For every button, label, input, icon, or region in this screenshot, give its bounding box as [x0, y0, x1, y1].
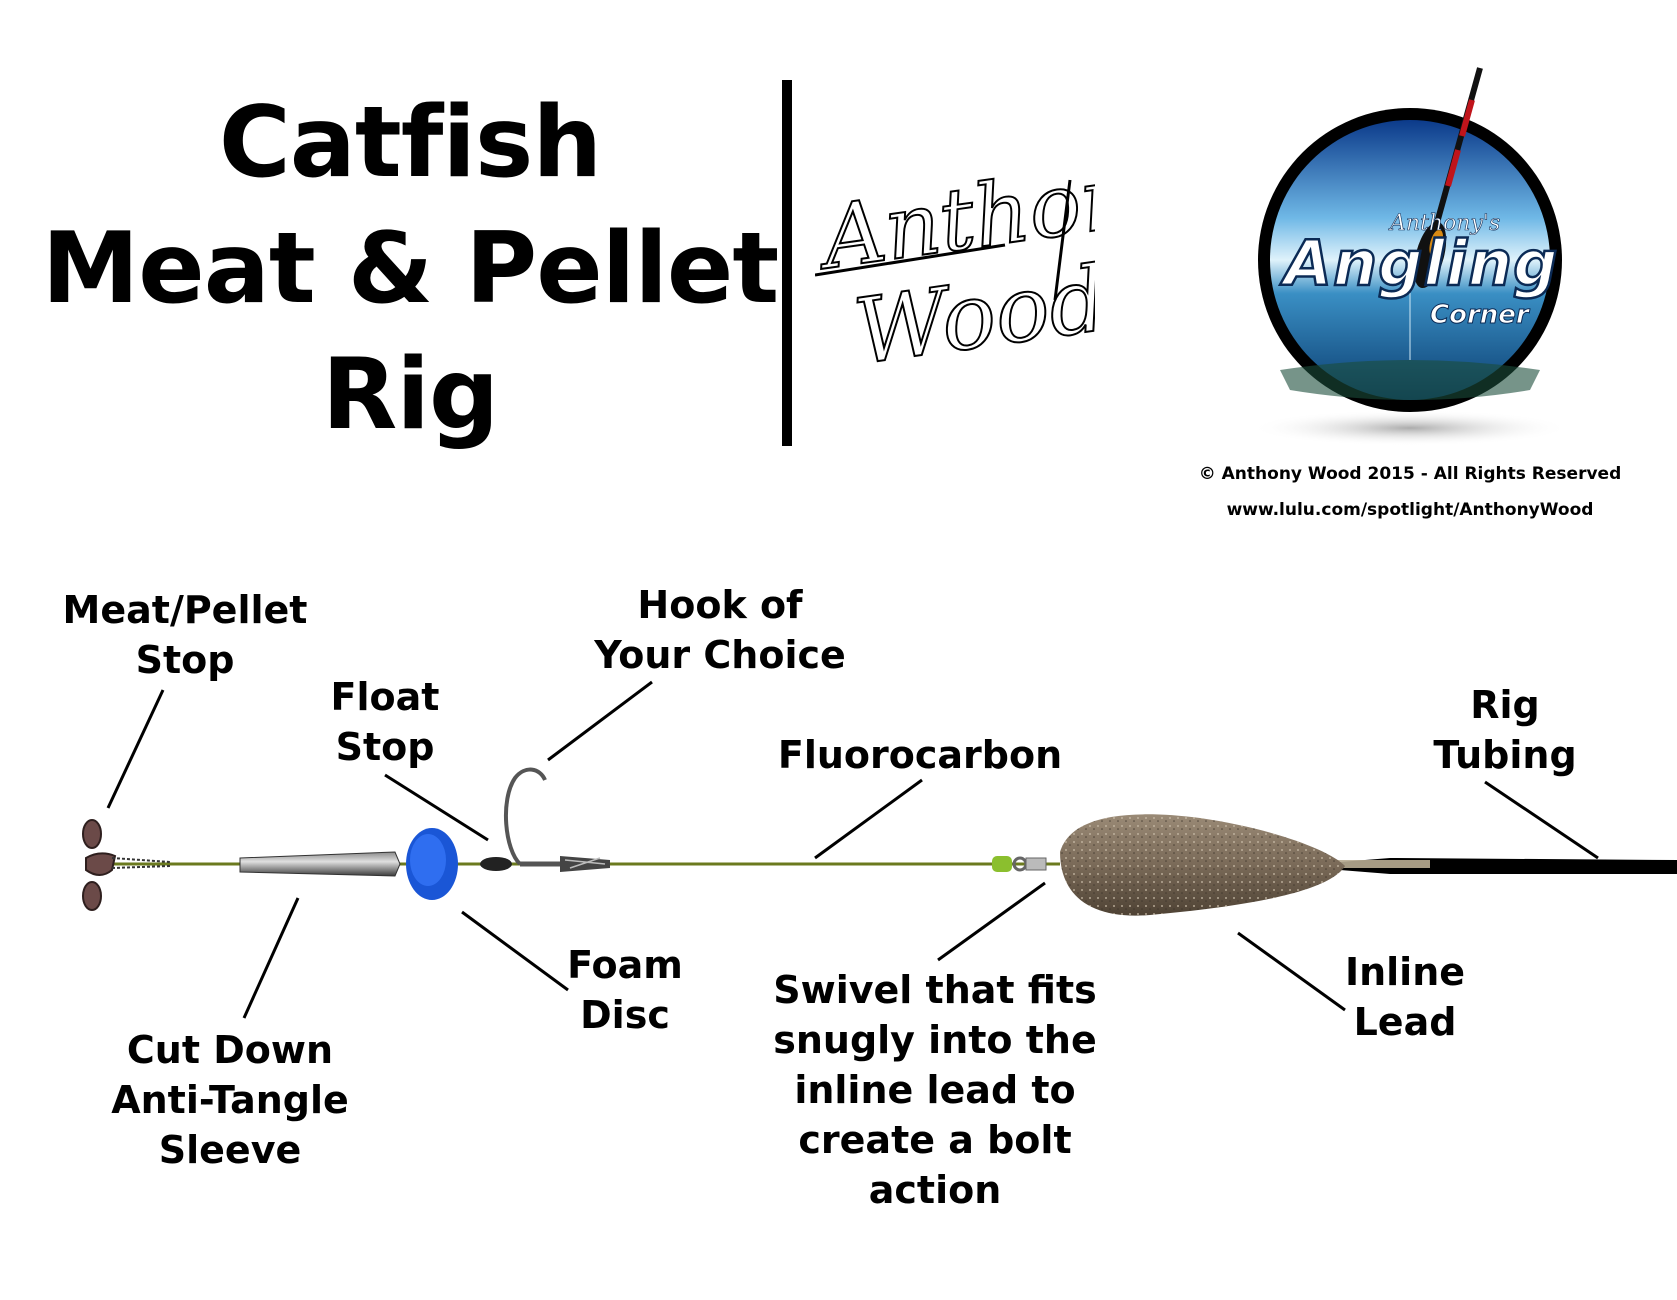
leader-lines: [106, 680, 1599, 1019]
label-anti-tangle-sleeve: Cut Down Anti-Tangle Sleeve: [111, 1028, 349, 1172]
label-rig-tubing: Rig Tubing: [1433, 683, 1577, 777]
label-meat-pellet-stop: Meat/Pellet Stop: [62, 588, 308, 682]
anti-tangle-sleeve: [239, 851, 401, 877]
foam-disc: [406, 828, 458, 900]
swivel: [992, 856, 1047, 872]
label-inline-lead: Inline Lead: [1344, 950, 1466, 1044]
signature: Anthony Wood: [815, 140, 1095, 386]
title-line-1: Catfish: [218, 86, 602, 200]
float-stop: [480, 857, 512, 871]
copyright-block: © Anthony Wood 2015 - All Rights Reserve…: [1180, 456, 1640, 528]
label-float-stop: Float Stop: [330, 675, 440, 769]
hook: [503, 767, 610, 872]
page-title: Catfish Meat & Pellet Rig: [30, 80, 790, 458]
logo-sub-text: Corner: [1430, 300, 1531, 330]
logo-small-text: Anthony's: [1388, 211, 1500, 236]
meat-pellet-stop: [82, 819, 171, 911]
copyright-notice: © Anthony Wood 2015 - All Rights Reserve…: [1198, 464, 1622, 484]
label-swivel: Swivel that fits snugly into the inline …: [773, 968, 1097, 1212]
title-divider: [782, 80, 792, 446]
label-fluorocarbon: Fluorocarbon: [777, 733, 1063, 777]
label-hook: Hook of Your Choice: [594, 583, 846, 677]
angling-corner-logo: Anthony's Angling Corner: [1250, 67, 1570, 446]
title-line-2: Meat & Pellet: [41, 212, 779, 326]
logo-main-text: Angling: [1279, 227, 1559, 300]
label-foam-disc: Foam Disc: [567, 943, 683, 1037]
inline-lead: [1060, 814, 1345, 916]
copyright-url: www.lulu.com/spotlight/AnthonyWood: [1226, 500, 1594, 520]
title-line-3: Rig: [321, 338, 499, 452]
